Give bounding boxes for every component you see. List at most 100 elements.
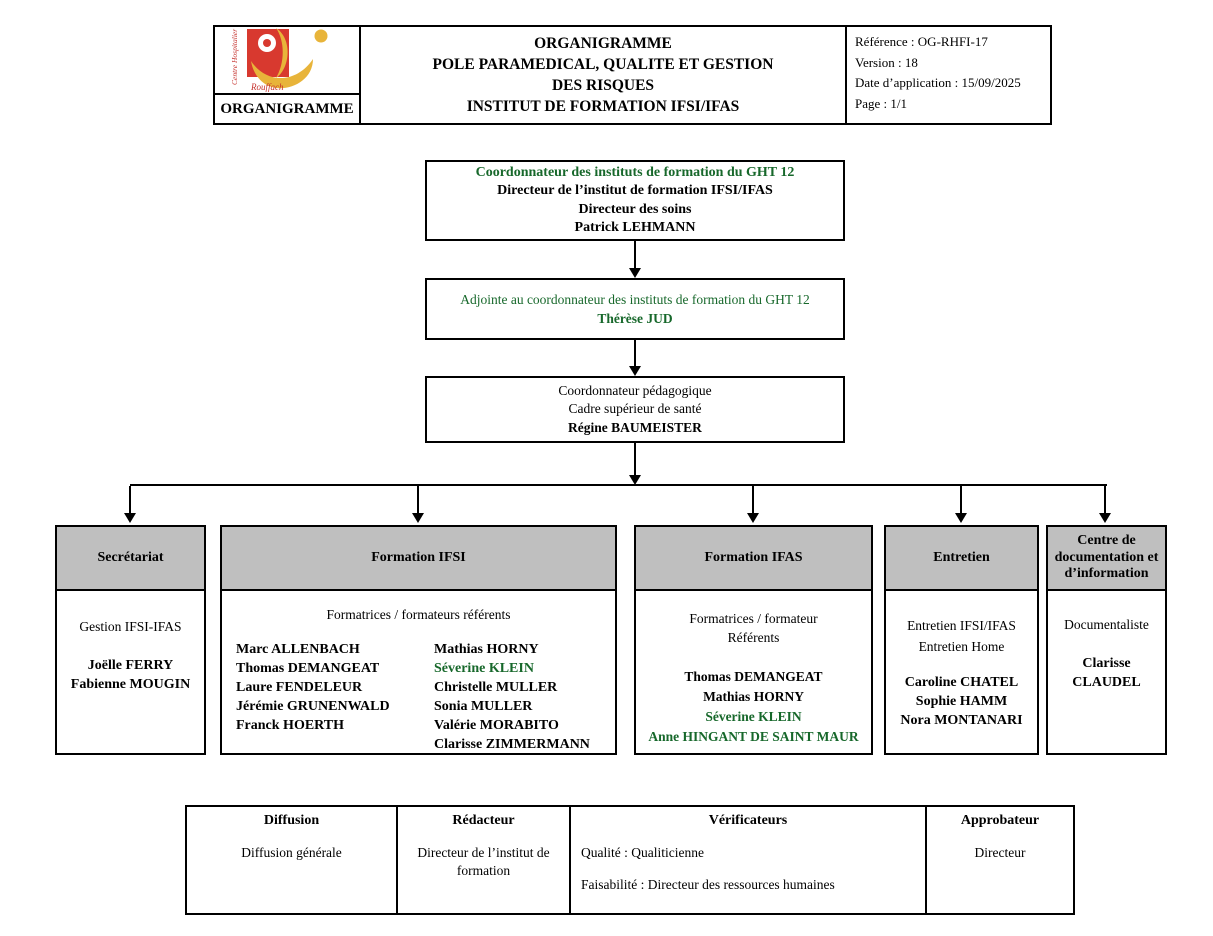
approval-cell-approbateur: Approbateur Directeur — [927, 807, 1073, 913]
approval-cell-body: Diffusion générale — [187, 844, 396, 861]
text-line: Référents — [727, 630, 780, 645]
connector-line — [752, 486, 754, 514]
text-line: Entretien Home — [918, 639, 1005, 654]
text-line: Joëlle FERRY — [87, 658, 174, 673]
text-line: Directeur de l’institut de formation — [417, 845, 550, 878]
text-line: Diffusion générale — [241, 845, 342, 860]
text-line: Laure FENDELEUR — [236, 680, 363, 695]
dept-formation-ifsi: Formation IFSI Formatrices / formateurs … — [220, 525, 617, 755]
text-line: Caroline CHATEL — [904, 675, 1019, 690]
arrow-down-icon — [629, 268, 641, 278]
dept-title: Formation IFSI — [222, 527, 615, 591]
approval-cell-diffusion: Diffusion Diffusion générale — [187, 807, 398, 913]
text-line: Version : 18 — [855, 54, 918, 70]
connector-line — [129, 486, 131, 514]
org-node-adjointe: Adjointe au coordonnateur des instituts … — [425, 278, 845, 340]
text-line: Anne HINGANT DE SAINT MAUR — [648, 729, 859, 744]
text-line: Thomas DEMANGEAT — [236, 661, 380, 676]
approval-cell-title: Diffusion — [263, 813, 320, 828]
text-line: Fabienne MOUGIN — [70, 677, 191, 692]
dept-names: Clarisse CLAUDEL — [1048, 654, 1165, 692]
dept-centre-documentation: Centre de documentation et d’information… — [1046, 525, 1167, 755]
logo-city-text: Rouffach — [250, 82, 284, 92]
text-line: Référence : OG-RHFI-17 — [855, 34, 988, 49]
approval-cell-redacteur: Rédacteur Directeur de l’institut de for… — [398, 807, 571, 913]
text-line: Thérèse JUD — [597, 311, 673, 326]
connector-line — [1104, 486, 1106, 514]
dept-names-left: Marc ALLENBACH Thomas DEMANGEAT Laure FEND… — [236, 640, 434, 754]
text-line: Régine BAUMEISTER — [568, 419, 702, 435]
dept-names: Thomas DEMANGEAT Mathias HORNY Séverine KL… — [636, 667, 871, 747]
text-line: Patrick LEHMANN — [574, 220, 696, 235]
text-line: Documentaliste — [1064, 617, 1149, 632]
approval-cell-title: Approbateur — [960, 813, 1040, 828]
text-line: Thomas DEMANGEAT — [684, 669, 823, 684]
approval-cell-title: Vérificateurs — [708, 813, 788, 828]
text-line: Gestion IFSI-IFAS — [79, 619, 182, 634]
text-line: Valérie MORABITO — [434, 718, 559, 733]
text-line: Date d’application : 15/09/2025 — [855, 75, 1021, 90]
dept-title: Secrétariat — [57, 527, 204, 591]
dept-subtitle: Gestion IFSI-IFAS — [57, 591, 204, 636]
text-line: Cadre supérieur de santé — [568, 401, 702, 417]
text-line: Page : 1/1 — [855, 95, 907, 111]
approval-cell-title: Rédacteur — [452, 813, 515, 828]
text-line: INSTITUT DE FORMATION IFSI/IFAS — [466, 98, 740, 115]
logo-side-text: Centre Hospitalier — [230, 29, 239, 85]
dept-names: Joëlle FERRY Fabienne MOUGIN — [57, 656, 204, 694]
text-line: Séverine KLEIN — [434, 661, 534, 676]
text-line: Clarisse ZIMMERMANN — [434, 737, 590, 752]
text-line: Nora MONTANARI — [900, 713, 1023, 728]
arrow-down-icon — [629, 366, 641, 376]
text-line: Faisabilité : Directeur des ressources h… — [581, 877, 835, 892]
text-line: Franck HOERTH — [236, 718, 345, 733]
text-line: Marc ALLENBACH — [236, 642, 360, 657]
dept-subtitle: Entretien IFSI/IFAS Entretien Home — [886, 591, 1037, 657]
text-line: Mathias HORNY — [434, 642, 539, 657]
approval-table: Diffusion Diffusion générale Rédacteur D… — [185, 805, 1075, 915]
text-line: Coordonnateur pédagogique — [558, 382, 712, 398]
text-line: Adjointe au coordonnateur des instituts … — [460, 292, 810, 307]
text-line: Mathias HORNY — [703, 689, 804, 704]
connector-line — [960, 486, 962, 514]
text-line: ORGANIGRAMME — [534, 35, 672, 52]
hospital-logo: Centre Hospitalier Rouffach — [215, 27, 359, 93]
text-line: Séverine KLEIN — [705, 709, 802, 724]
header-label: ORGANIGRAMME — [215, 93, 359, 123]
connector-line — [634, 241, 636, 270]
header-table: Centre Hospitalier Rouffach ORGANIGRAMME… — [213, 25, 1052, 125]
text-line: Entretien IFSI/IFAS — [907, 618, 1016, 633]
text-line: Directeur — [974, 845, 1026, 860]
arrow-down-icon — [412, 513, 424, 523]
logo-cell: Centre Hospitalier Rouffach ORGANIGRAMME — [215, 27, 361, 123]
arrow-down-icon — [124, 513, 136, 523]
text-line: Formatrices / formateurs référents — [326, 607, 511, 622]
text-line: Coordonnateur des instituts de formation… — [475, 164, 795, 180]
dept-subtitle: Documentaliste — [1048, 591, 1165, 634]
text-line: Clarisse CLAUDEL — [1072, 656, 1141, 690]
org-node-coordonnateur: Coordonnateur des instituts de formation… — [425, 160, 845, 241]
dept-secretariat: Secrétariat Gestion IFSI-IFAS Joëlle FER… — [55, 525, 206, 755]
connector-line — [634, 443, 636, 476]
text-line: Directeur de l’institut de formation IFS… — [497, 183, 773, 198]
approval-cell-body: Directeur de l’institut de formation — [398, 844, 569, 880]
text-line: Sophie HAMM — [915, 694, 1008, 709]
dept-title: Centre de documentation et d’information — [1048, 527, 1165, 591]
arrow-down-icon — [955, 513, 967, 523]
connector-line — [417, 486, 419, 514]
text-line: Sonia MULLER — [434, 699, 533, 714]
text-line: Formatrices / formateur — [689, 611, 818, 626]
text-line: Jérémie GRUNENWALD — [236, 699, 390, 714]
text-line: Qualité : Qualiticienne — [581, 845, 704, 860]
text-line: DES RISQUES — [551, 77, 655, 94]
arrow-down-icon — [747, 513, 759, 523]
